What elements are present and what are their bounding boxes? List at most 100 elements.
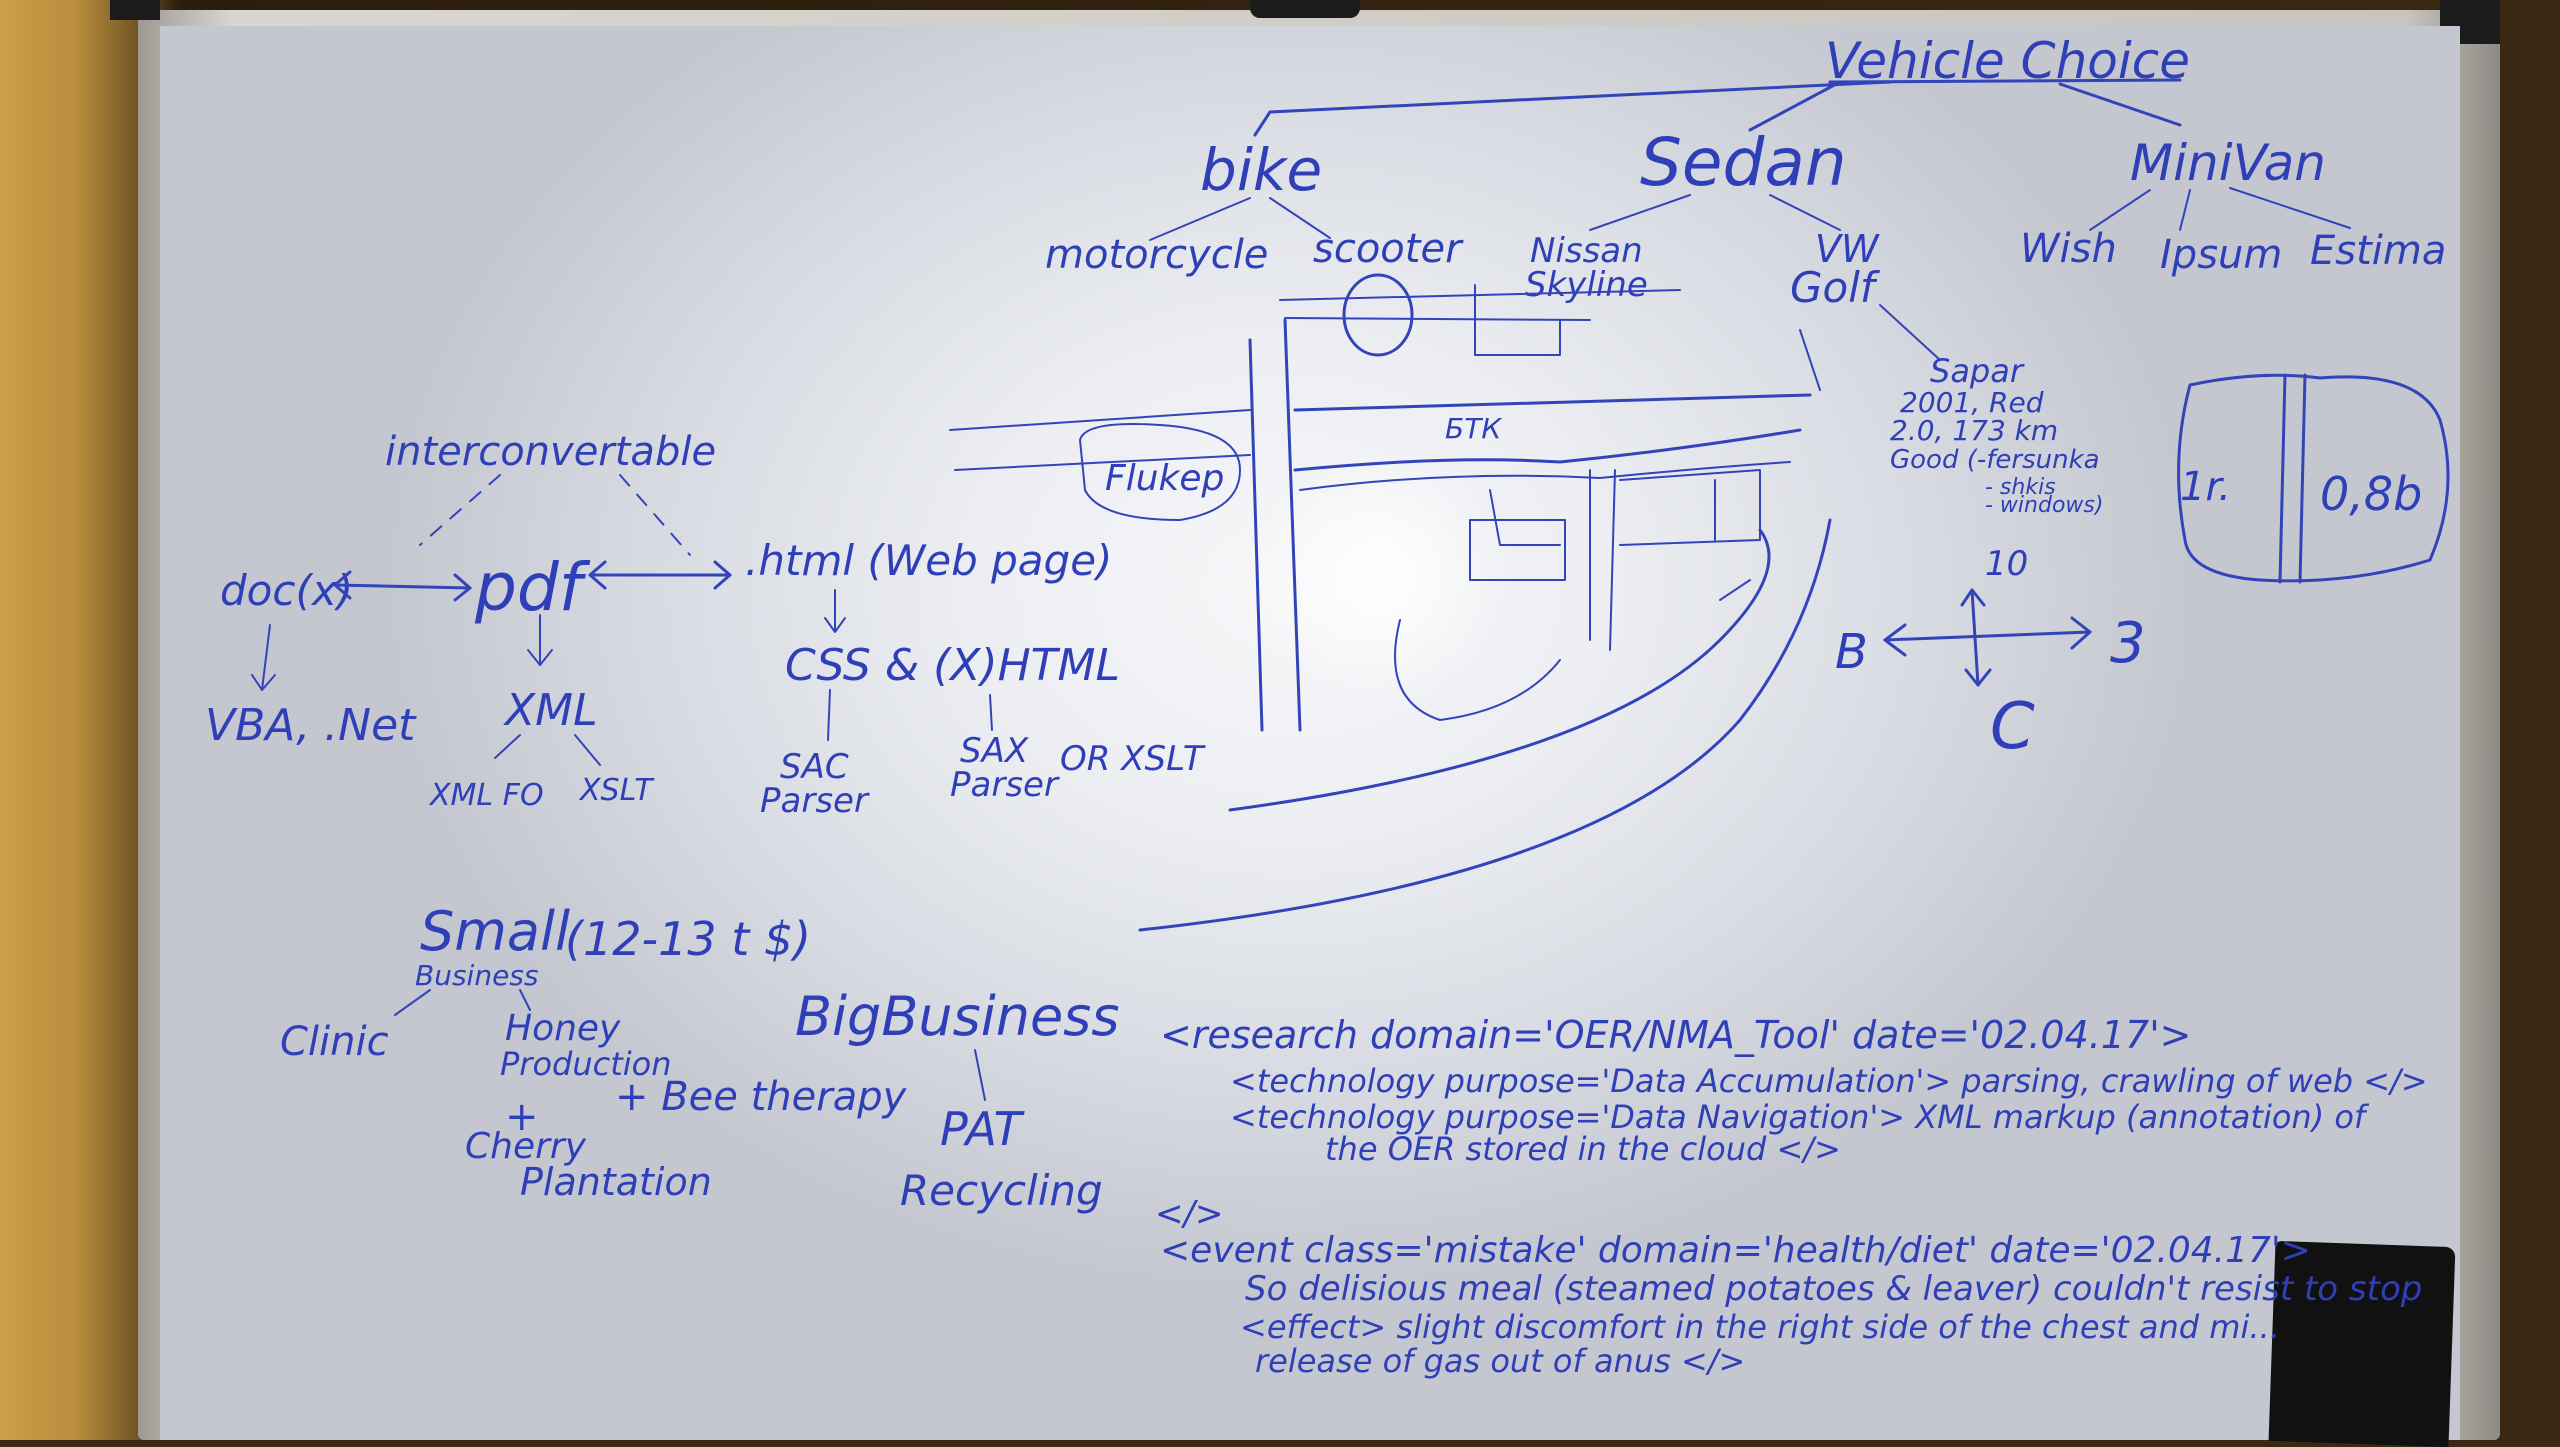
sketch-park-curve xyxy=(1394,619,1561,721)
vba-label: VBA, .Net xyxy=(205,700,417,751)
price-box-right: 0,8b xyxy=(2320,467,2422,521)
sketch-building-c xyxy=(1619,469,1761,546)
small-range-label: (12-13 t $) xyxy=(565,912,811,966)
clinic-label: Clinic xyxy=(280,1019,389,1065)
small-label: Small xyxy=(420,900,570,963)
sketch-street-vertical-2 xyxy=(1283,318,1302,732)
bee-therapy-label: + Bee therapy xyxy=(615,1074,908,1120)
sketch-roundabout xyxy=(1342,273,1414,357)
sketch-arrow-head xyxy=(1719,579,1751,601)
plantation-label: Plantation xyxy=(520,1160,712,1204)
whiteboard-surface xyxy=(160,26,2460,1440)
note-line-1: <research domain='OER/NMA_Tool' date='02… xyxy=(1160,1013,2192,1057)
note-line-6: <event class='mistake' domain='health/di… xyxy=(1160,1230,2311,1271)
frame-corner-left xyxy=(110,0,160,20)
formats-diagram: interconvertable doc(x) pdf .html (Web p… xyxy=(205,429,1206,821)
css-sax-arrow xyxy=(989,694,993,731)
branch-bike xyxy=(1253,80,1892,137)
xml-label: XML xyxy=(503,685,598,736)
note-line-4: the OER stored in the cloud </> xyxy=(1325,1130,1841,1168)
docx-label: doc(x) xyxy=(220,566,353,615)
sketch-street-vertical-1 xyxy=(1248,338,1264,732)
branch-vw xyxy=(1769,194,1841,231)
interconvertable-line-left xyxy=(419,474,501,546)
honey-label: Honey xyxy=(505,1008,621,1049)
sapar-detail-1: 2001, Red xyxy=(1900,386,2044,419)
compass-south: C xyxy=(1990,690,2035,764)
note-line-7: So delisious meal (steamed potatoes & le… xyxy=(1245,1269,2422,1309)
sapar-detail-5: - windows) xyxy=(1985,493,2103,518)
sketch-river-line xyxy=(1299,461,1791,491)
sketch-road-top-2 xyxy=(1284,317,1591,321)
xmlfo-label: XML FO xyxy=(428,778,544,813)
honey-production-label: Production xyxy=(500,1045,672,1083)
branch-motorcycle xyxy=(1149,197,1251,241)
interconvertable-line-right xyxy=(619,474,691,556)
vw-label: VW xyxy=(1815,227,1880,271)
note-line-9: release of gas out of anus </> xyxy=(1255,1342,1745,1380)
css-sac-arrow xyxy=(827,689,831,741)
docx-pdf-arrow-heads xyxy=(333,570,472,602)
minivan-label: MiniVan xyxy=(2130,134,2326,192)
nissan-label: Nissan xyxy=(1530,231,1643,271)
pdf-html-arrow-heads xyxy=(588,560,732,590)
sapar-detail-2: 2.0, 173 km xyxy=(1890,414,2058,447)
small-honey-branch xyxy=(519,989,531,1011)
pdf-label: pdf xyxy=(474,549,591,626)
sketch-cross-road-2 xyxy=(954,454,1251,471)
branch-scooter xyxy=(1269,197,1331,239)
sax-label: SAX xyxy=(960,731,1029,771)
price-box-left: 1r. xyxy=(2180,464,2231,510)
small-business-sub: Business xyxy=(415,959,538,992)
compass-north: 10 xyxy=(1985,544,2028,584)
compass-vertical-heads xyxy=(1960,588,1992,687)
marker-tray-clip xyxy=(1250,0,1360,18)
xml-fo-arrow xyxy=(494,734,521,759)
price-box-divider-1 xyxy=(2278,373,2287,584)
note-line-8: <effect> slight discomfort in the right … xyxy=(1240,1308,2280,1346)
recycling-label: Recycling xyxy=(900,1166,1103,1215)
sapar-detail-3: Good (-fersunka xyxy=(1890,445,2100,475)
wish-label: Wish xyxy=(2020,226,2117,272)
branch-estima xyxy=(2229,187,2351,229)
docx-down-arrow xyxy=(261,624,271,691)
sapar-detail-4: - shkis xyxy=(1985,475,2056,500)
xml-notes: <research domain='OER/NMA_Tool' date='02… xyxy=(1155,1013,2428,1380)
price-box-divider-2 xyxy=(2298,373,2307,584)
pdf-down-arrow-head xyxy=(527,649,553,666)
sketch-lane-2 xyxy=(1609,469,1616,651)
branch-sapar xyxy=(1879,304,1941,361)
sketch-dashed-edge xyxy=(1799,329,1821,391)
interconvertable-label: interconvertable xyxy=(385,429,716,475)
note-line-3: <technology purpose='Data Navigation'> X… xyxy=(1230,1098,2370,1136)
sketch-sign-box xyxy=(1079,423,1241,521)
html-label: .html (Web page) xyxy=(745,536,1112,585)
plus-label: + xyxy=(505,1094,539,1140)
compass-vertical-arrow xyxy=(1970,588,1980,687)
motorcycle-label: motorcycle xyxy=(1045,232,1268,278)
note-line-5: </> xyxy=(1155,1194,1223,1234)
xslt-label: XSLT xyxy=(578,773,655,808)
html-down-arrow-head xyxy=(824,617,846,633)
sapar-label: Sapar xyxy=(1930,352,2025,390)
business-section: Small Business (12-13 t $) Clinic Honey … xyxy=(280,900,1119,1215)
compass-horizontal-heads xyxy=(1883,616,2092,657)
sketch-building-b-link xyxy=(1489,489,1561,546)
or-xslt-label: OR XSLT xyxy=(1060,739,1206,779)
cherry-label: Cherry xyxy=(465,1126,587,1167)
sedan-label: Sedan xyxy=(1640,124,1847,201)
sac-parser-label: Parser xyxy=(760,781,870,821)
sketch-long-road-2 xyxy=(1138,518,1832,932)
sketch-building-b xyxy=(1469,519,1566,581)
big-business-branch xyxy=(974,1049,986,1101)
small-clinic-branch xyxy=(394,989,431,1016)
big-business-label: BigBusiness xyxy=(795,985,1119,1048)
css-label: CSS & (X)HTML xyxy=(785,640,1120,691)
scooter-label: scooter xyxy=(1313,226,1464,272)
compass-horizontal-arrow xyxy=(1883,630,2092,642)
compass-east: 3 xyxy=(2110,611,2146,676)
sketch-building-a xyxy=(1474,284,1561,356)
sax-parser-label: Parser xyxy=(950,765,1060,805)
price-box: 1r. 0,8b xyxy=(2177,373,2450,584)
